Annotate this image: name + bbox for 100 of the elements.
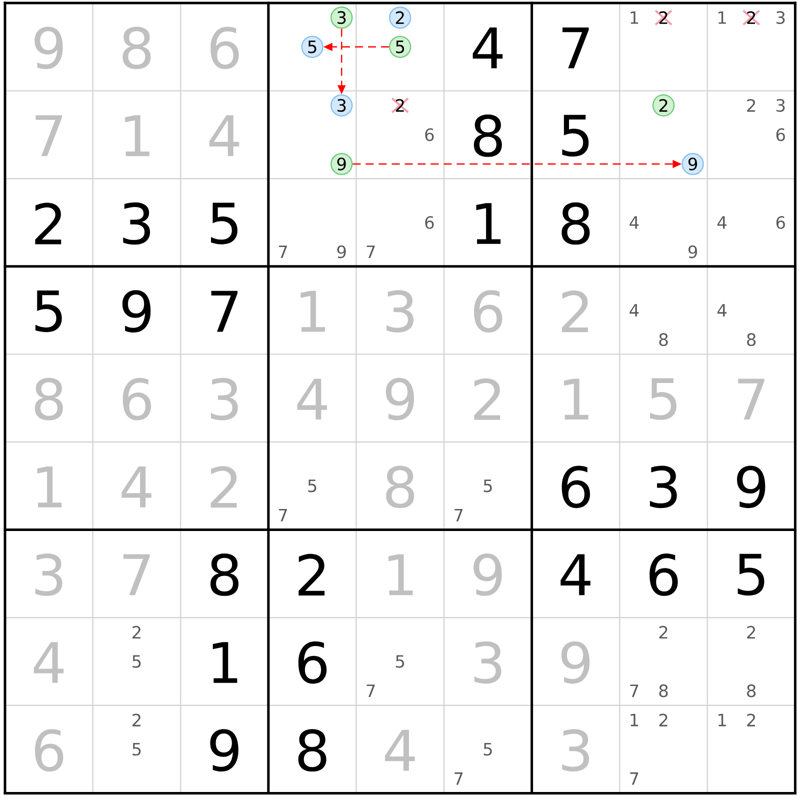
- candidate-digit: 7: [630, 684, 638, 697]
- given-digit: 4: [472, 28, 503, 68]
- given-digit: 2: [298, 554, 325, 596]
- solved-digit: 2: [210, 466, 237, 508]
- given-digit: 8: [298, 729, 326, 772]
- candidate-digit: 2: [747, 99, 756, 112]
- candidate-digit: 2: [659, 626, 668, 639]
- solved-digit: 1: [300, 290, 325, 332]
- circled-candidate: 3: [330, 94, 353, 116]
- given-digit: 4: [560, 554, 590, 596]
- solved-digit: 6: [474, 290, 502, 332]
- solved-digit: 9: [386, 378, 414, 420]
- solved-digit: 1: [125, 115, 150, 156]
- candidate-digit: 9: [688, 245, 698, 258]
- given-digit: 5: [211, 202, 238, 244]
- circled-candidate: 3: [330, 6, 353, 29]
- solved-digit: 3: [562, 729, 590, 772]
- candidate-digit: 5: [396, 655, 404, 668]
- solved-digit: 3: [35, 554, 62, 596]
- given-digit: 9: [210, 729, 238, 772]
- given-digit: 5: [562, 114, 589, 157]
- given-digit: 8: [562, 202, 590, 245]
- candidate-digit: 3: [776, 11, 785, 24]
- given-digit: 3: [650, 466, 677, 508]
- given-digit: 3: [123, 202, 150, 245]
- candidate-digit: 2: [659, 714, 668, 726]
- candidate-digit: 2: [132, 714, 140, 726]
- solved-digit: 4: [385, 730, 415, 771]
- given-digit: 7: [562, 28, 589, 68]
- struck-candidate: 2: [654, 10, 672, 26]
- circled-candidate: 9: [330, 152, 353, 176]
- candidate-digit: 2: [747, 714, 756, 726]
- candidate-digit: 1: [630, 714, 638, 726]
- candidate-digit: 5: [484, 480, 492, 492]
- given-digit: 6: [298, 641, 327, 684]
- circled-candidate: 5: [389, 36, 412, 58]
- given-digit: 2: [35, 202, 62, 244]
- solved-digit: 3: [210, 378, 238, 420]
- given-digit: 1: [212, 642, 238, 683]
- solved-digit: 7: [123, 554, 150, 596]
- candidate-digit: 6: [425, 216, 434, 229]
- given-digit: 6: [650, 554, 678, 596]
- solved-digit: 8: [34, 378, 63, 420]
- solved-digit: 6: [122, 378, 151, 420]
- candidate-digit: 2: [132, 626, 140, 639]
- candidate-digit: 5: [132, 743, 141, 756]
- candidate-digit: 9: [337, 245, 346, 258]
- solved-digit: 6: [35, 729, 64, 772]
- candidate-digit: 7: [454, 509, 463, 522]
- candidate-digit: 6: [776, 128, 785, 142]
- candidate-digit: 4: [717, 216, 726, 229]
- solved-digit: 2: [562, 290, 588, 332]
- given-digit: 6: [562, 466, 590, 508]
- candidate-digit: 2: [747, 626, 756, 639]
- solved-digit: 8: [386, 466, 414, 508]
- circled-candidate: 2: [389, 6, 412, 29]
- candidate-digit: 7: [366, 246, 375, 258]
- candidate-digit: 8: [659, 684, 668, 698]
- solved-digit: 1: [37, 466, 62, 508]
- candidate-digit: 8: [747, 684, 756, 698]
- solved-digit: 4: [34, 642, 64, 683]
- solved-digit: 3: [386, 290, 414, 332]
- solved-digit: 8: [122, 26, 151, 70]
- solved-digit: 6: [210, 26, 239, 70]
- given-digit: 1: [476, 203, 501, 244]
- solved-digit: 1: [388, 554, 413, 596]
- solved-digit: 3: [474, 641, 502, 684]
- candidate-digit: 8: [659, 333, 668, 346]
- struck-candidate: 2: [391, 97, 410, 114]
- solved-digit: 1: [564, 378, 588, 420]
- circled-candidate: 2: [652, 94, 675, 116]
- candidate-digit: 7: [454, 772, 463, 785]
- solved-digit: 7: [36, 115, 62, 156]
- given-digit: 8: [210, 554, 238, 596]
- solved-digit: 9: [34, 26, 63, 70]
- circled-candidate: 5: [301, 36, 324, 58]
- solved-digit: 2: [474, 378, 500, 420]
- candidate-digit: 6: [776, 216, 785, 229]
- given-digit: 5: [738, 554, 764, 596]
- candidate-digit: 1: [630, 11, 638, 24]
- solved-digit: 4: [122, 466, 152, 508]
- solved-digit: 5: [650, 378, 676, 420]
- candidate-digit: 4: [630, 304, 639, 316]
- struck-candidate: 2: [742, 10, 760, 26]
- circled-candidate: 9: [682, 152, 704, 176]
- solved-digit: 4: [297, 378, 327, 420]
- given-digit: 7: [211, 290, 238, 332]
- candidate-digit: 4: [630, 216, 639, 229]
- candidate-digit: 7: [366, 684, 375, 697]
- candidate-digit: 7: [630, 772, 638, 785]
- given-digit: 9: [122, 290, 151, 332]
- given-digit: 8: [474, 114, 502, 157]
- solved-digit: 9: [474, 554, 502, 596]
- candidate-digit: 7: [279, 509, 287, 522]
- candidate-digit: 1: [718, 714, 726, 726]
- candidate-digit: 6: [425, 128, 434, 142]
- solved-digit: 7: [738, 378, 764, 420]
- solved-digit: 9: [561, 641, 590, 684]
- given-digit: 9: [737, 466, 766, 508]
- candidate-digit: 7: [279, 246, 287, 258]
